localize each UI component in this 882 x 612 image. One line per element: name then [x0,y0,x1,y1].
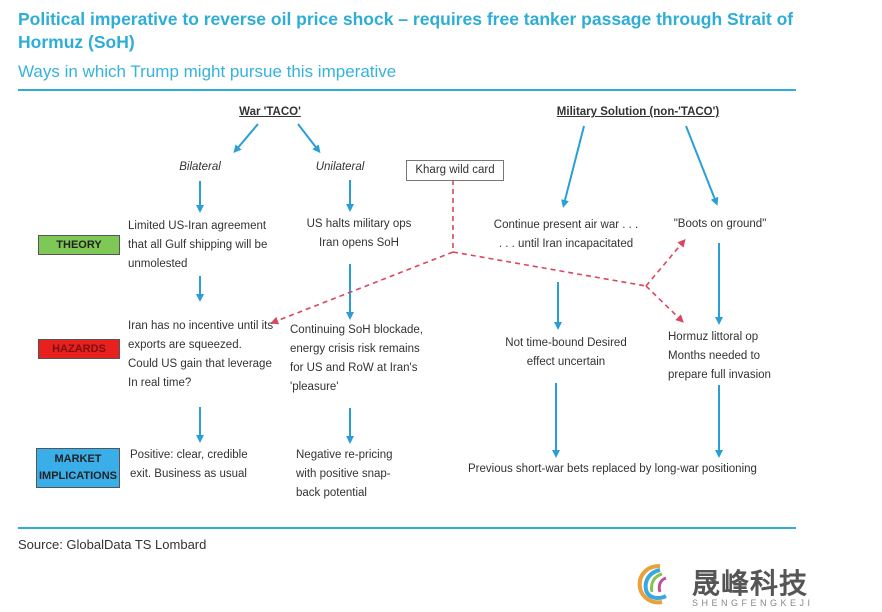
junction-to-boots [645,238,686,287]
hazard-unilateral: Continuing SoH blockade, energy crisis r… [290,324,423,393]
logo-swirl-icon [637,564,667,605]
theory-air-war-2: . . . until Iran incapacitated [498,238,634,250]
theory-boots: "Boots on ground" [673,218,767,230]
arrow-military-boots [685,125,719,206]
watermark-logo: 晟峰科技 SHENGFENGKEJI [632,560,842,610]
theory-air-war-1: Continue present air war . . . [493,219,639,231]
bottom-divider [18,527,796,529]
market-unilateral: Negative re-pricing with positive snap-b… [296,449,393,499]
page-title: Political imperative to reverse oil pric… [18,9,794,52]
arrow-taco-bilateral [233,123,259,154]
row-label-market: MARKET IMPLICATIONS [36,448,120,488]
header-military: Military Solution (non-'TACO') [556,106,720,118]
kharg-to-iran-hazard [270,251,454,325]
logo-text-cn: 晟峰科技 [692,567,809,600]
hazard-hormuz: Hormuz littoral op Months needed to prep… [668,331,771,381]
header-war-taco: War 'TACO' [239,106,301,118]
source-note: Source: GlobalData TS Lombard [18,537,207,552]
kharg-wild-card-box: Kharg wild card [406,160,504,181]
page-subtitle: Ways in which Trump might pursue this im… [18,62,397,81]
row-label-hazards: HAZARDS [38,339,120,359]
logo-text-en: SHENGFENGKEJI [692,598,814,608]
kharg-to-junction [452,251,647,287]
top-divider [18,89,796,91]
row-label-theory: THEORY [38,235,120,255]
branch-unilateral: Unilateral [315,161,365,173]
arrow-military-airwar [561,125,585,208]
theory-unilateral: US halts military ops Iran opens SoH [306,218,412,249]
market-military: Previous short-war bets replaced by long… [468,463,757,475]
branch-bilateral: Bilateral [179,161,221,173]
hazard-bilateral: Iran has no incentive until its exports … [128,320,274,389]
market-bilateral: Positive: clear, credible exit. Business… [130,449,248,480]
junction-to-hormuz [645,285,684,323]
theory-bilateral: Limited US-Iran agreement that all Gulf … [128,220,268,270]
hazard-air-war: Not time-bound Desired effect uncertain [505,337,627,368]
arrow-taco-unilateral [297,123,321,154]
